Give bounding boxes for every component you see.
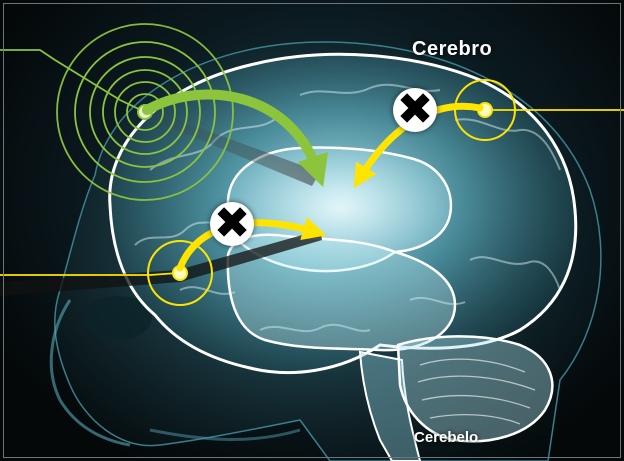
x-mark-icon-left: ✖ [210, 202, 254, 246]
cerebrum-label: Cerebro [412, 38, 492, 61]
x-mark-glyph-top: ✖ [393, 88, 437, 132]
x-mark-icon-top: ✖ [393, 88, 437, 132]
x-mark-glyph-left: ✖ [210, 202, 254, 246]
green-leader-line [0, 50, 145, 112]
cerebellum-label: Cerebelo [414, 429, 478, 446]
